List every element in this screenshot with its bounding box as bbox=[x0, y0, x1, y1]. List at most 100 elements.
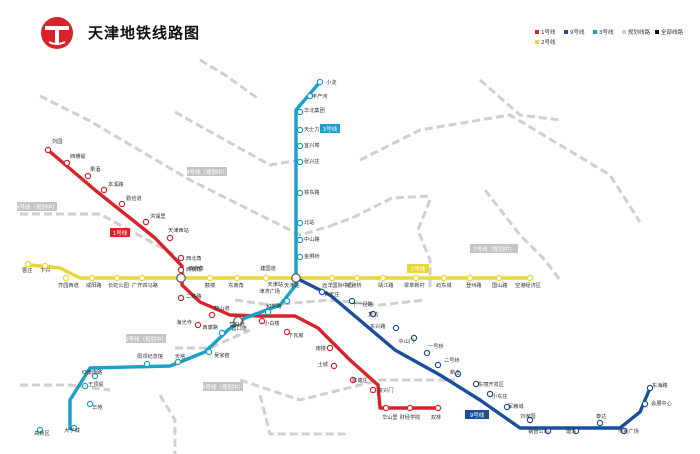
station-dot[interactable] bbox=[316, 78, 324, 86]
station-label: 本溪路 bbox=[108, 180, 124, 188]
station-label: 陈塘庄 bbox=[352, 376, 368, 384]
station-label: 周邓纪念馆 bbox=[137, 352, 163, 360]
station-dot[interactable] bbox=[81, 382, 89, 390]
station-dot[interactable] bbox=[503, 403, 511, 411]
station-dot[interactable] bbox=[423, 349, 431, 357]
interchange-station[interactable] bbox=[176, 273, 186, 283]
station-label: 华北集团 bbox=[304, 106, 325, 114]
station-dot[interactable] bbox=[138, 274, 146, 282]
legend-item-line1[interactable]: 1号线 bbox=[535, 28, 556, 36]
station-dot[interactable] bbox=[296, 158, 304, 166]
station-dot[interactable] bbox=[641, 400, 649, 408]
station-dot[interactable] bbox=[296, 126, 304, 134]
station-dot[interactable] bbox=[454, 370, 462, 378]
station-dot[interactable] bbox=[296, 108, 304, 116]
station-dot[interactable] bbox=[36, 426, 44, 434]
station-dot[interactable] bbox=[63, 159, 71, 167]
station-dot[interactable] bbox=[264, 308, 272, 316]
station-dot[interactable] bbox=[296, 219, 304, 227]
station-dot[interactable] bbox=[296, 236, 304, 244]
station-dot[interactable] bbox=[596, 419, 604, 427]
station-dot[interactable] bbox=[177, 294, 185, 302]
station-dot[interactable] bbox=[526, 274, 534, 282]
station-dot[interactable] bbox=[91, 372, 99, 380]
station-dot[interactable] bbox=[406, 404, 414, 412]
station-dot[interactable] bbox=[208, 311, 216, 319]
station-dot[interactable] bbox=[349, 376, 357, 384]
station-dot[interactable] bbox=[382, 404, 390, 412]
station-dot[interactable] bbox=[330, 362, 338, 370]
station-dot[interactable] bbox=[44, 146, 52, 154]
station-dot[interactable] bbox=[646, 384, 654, 392]
station-dot[interactable] bbox=[348, 297, 356, 305]
station-dot[interactable] bbox=[41, 262, 49, 270]
station-dot[interactable] bbox=[412, 274, 420, 282]
station-dot[interactable] bbox=[434, 404, 442, 412]
station-dot[interactable] bbox=[206, 274, 214, 282]
line3-route bbox=[68, 80, 322, 430]
station-dot[interactable] bbox=[177, 266, 185, 274]
station-dot[interactable] bbox=[262, 274, 270, 282]
station-dot[interactable] bbox=[544, 427, 552, 435]
station-dot[interactable] bbox=[88, 274, 96, 282]
legend-item-line9[interactable]: 9号线 bbox=[564, 28, 585, 36]
station-dot[interactable] bbox=[434, 361, 442, 369]
station-dot[interactable] bbox=[353, 274, 361, 282]
station-dot[interactable] bbox=[218, 329, 226, 337]
station-dot[interactable] bbox=[233, 274, 241, 282]
station-dot[interactable] bbox=[166, 234, 174, 242]
station-dot[interactable] bbox=[572, 427, 580, 435]
station-dot[interactable] bbox=[177, 254, 185, 262]
station-dot[interactable] bbox=[472, 380, 480, 388]
station-dot[interactable] bbox=[70, 424, 78, 432]
interchange-station[interactable] bbox=[291, 273, 301, 283]
station-dot[interactable] bbox=[283, 297, 291, 305]
station-dot[interactable] bbox=[143, 360, 151, 368]
station-dot[interactable] bbox=[258, 317, 266, 325]
station-dot[interactable] bbox=[326, 344, 334, 352]
station-dot[interactable] bbox=[296, 189, 304, 197]
station-dot[interactable] bbox=[379, 274, 387, 282]
station-dot[interactable] bbox=[283, 328, 291, 336]
station-dot[interactable] bbox=[296, 142, 304, 150]
station-label: 勤俭道 bbox=[126, 194, 142, 202]
station-dot[interactable] bbox=[495, 274, 503, 282]
badge-line9: 9号线 bbox=[465, 410, 489, 419]
station-dot[interactable] bbox=[205, 348, 213, 356]
station-dot[interactable] bbox=[620, 427, 628, 435]
station-label: 吴家窑 bbox=[214, 351, 230, 359]
station-dot[interactable] bbox=[440, 274, 448, 282]
station-dot[interactable] bbox=[369, 386, 377, 394]
station-dot[interactable] bbox=[296, 253, 304, 261]
station-dot[interactable] bbox=[306, 92, 314, 100]
station-dot[interactable] bbox=[410, 334, 418, 342]
station-dot[interactable] bbox=[118, 200, 126, 208]
station-dot[interactable] bbox=[486, 390, 494, 398]
legend-item-all[interactable]: 全部线路 bbox=[655, 28, 683, 36]
line-paths bbox=[29, 80, 652, 430]
station-dot[interactable] bbox=[194, 321, 202, 329]
station-dot[interactable] bbox=[84, 172, 92, 180]
station-dot[interactable] bbox=[328, 274, 336, 282]
legend-item-line3[interactable]: 3号线 bbox=[593, 28, 614, 36]
station-dot[interactable] bbox=[466, 274, 474, 282]
station-label: 天塔 bbox=[175, 352, 186, 360]
station-dot[interactable] bbox=[369, 310, 377, 318]
station-dot[interactable] bbox=[113, 274, 121, 282]
station-dot[interactable] bbox=[142, 218, 150, 226]
legend-item-line2[interactable]: 2号线 bbox=[535, 38, 556, 46]
station-dot[interactable] bbox=[24, 260, 32, 268]
station-dot[interactable] bbox=[62, 274, 70, 282]
station-label: 市民广场 bbox=[618, 427, 639, 435]
badge-line1: 1号线 bbox=[110, 228, 130, 237]
station-dot[interactable] bbox=[100, 186, 108, 194]
station-dot[interactable] bbox=[86, 400, 94, 408]
station-dot[interactable] bbox=[174, 358, 182, 366]
metro-logo bbox=[40, 16, 74, 50]
station-dot[interactable] bbox=[526, 416, 534, 424]
station-dot[interactable] bbox=[392, 324, 400, 332]
interchange-station[interactable] bbox=[233, 316, 243, 326]
station-dot[interactable] bbox=[318, 288, 326, 296]
planned-line-11 bbox=[158, 394, 177, 454]
legend-item-planned[interactable]: 规划线路 bbox=[622, 28, 650, 36]
